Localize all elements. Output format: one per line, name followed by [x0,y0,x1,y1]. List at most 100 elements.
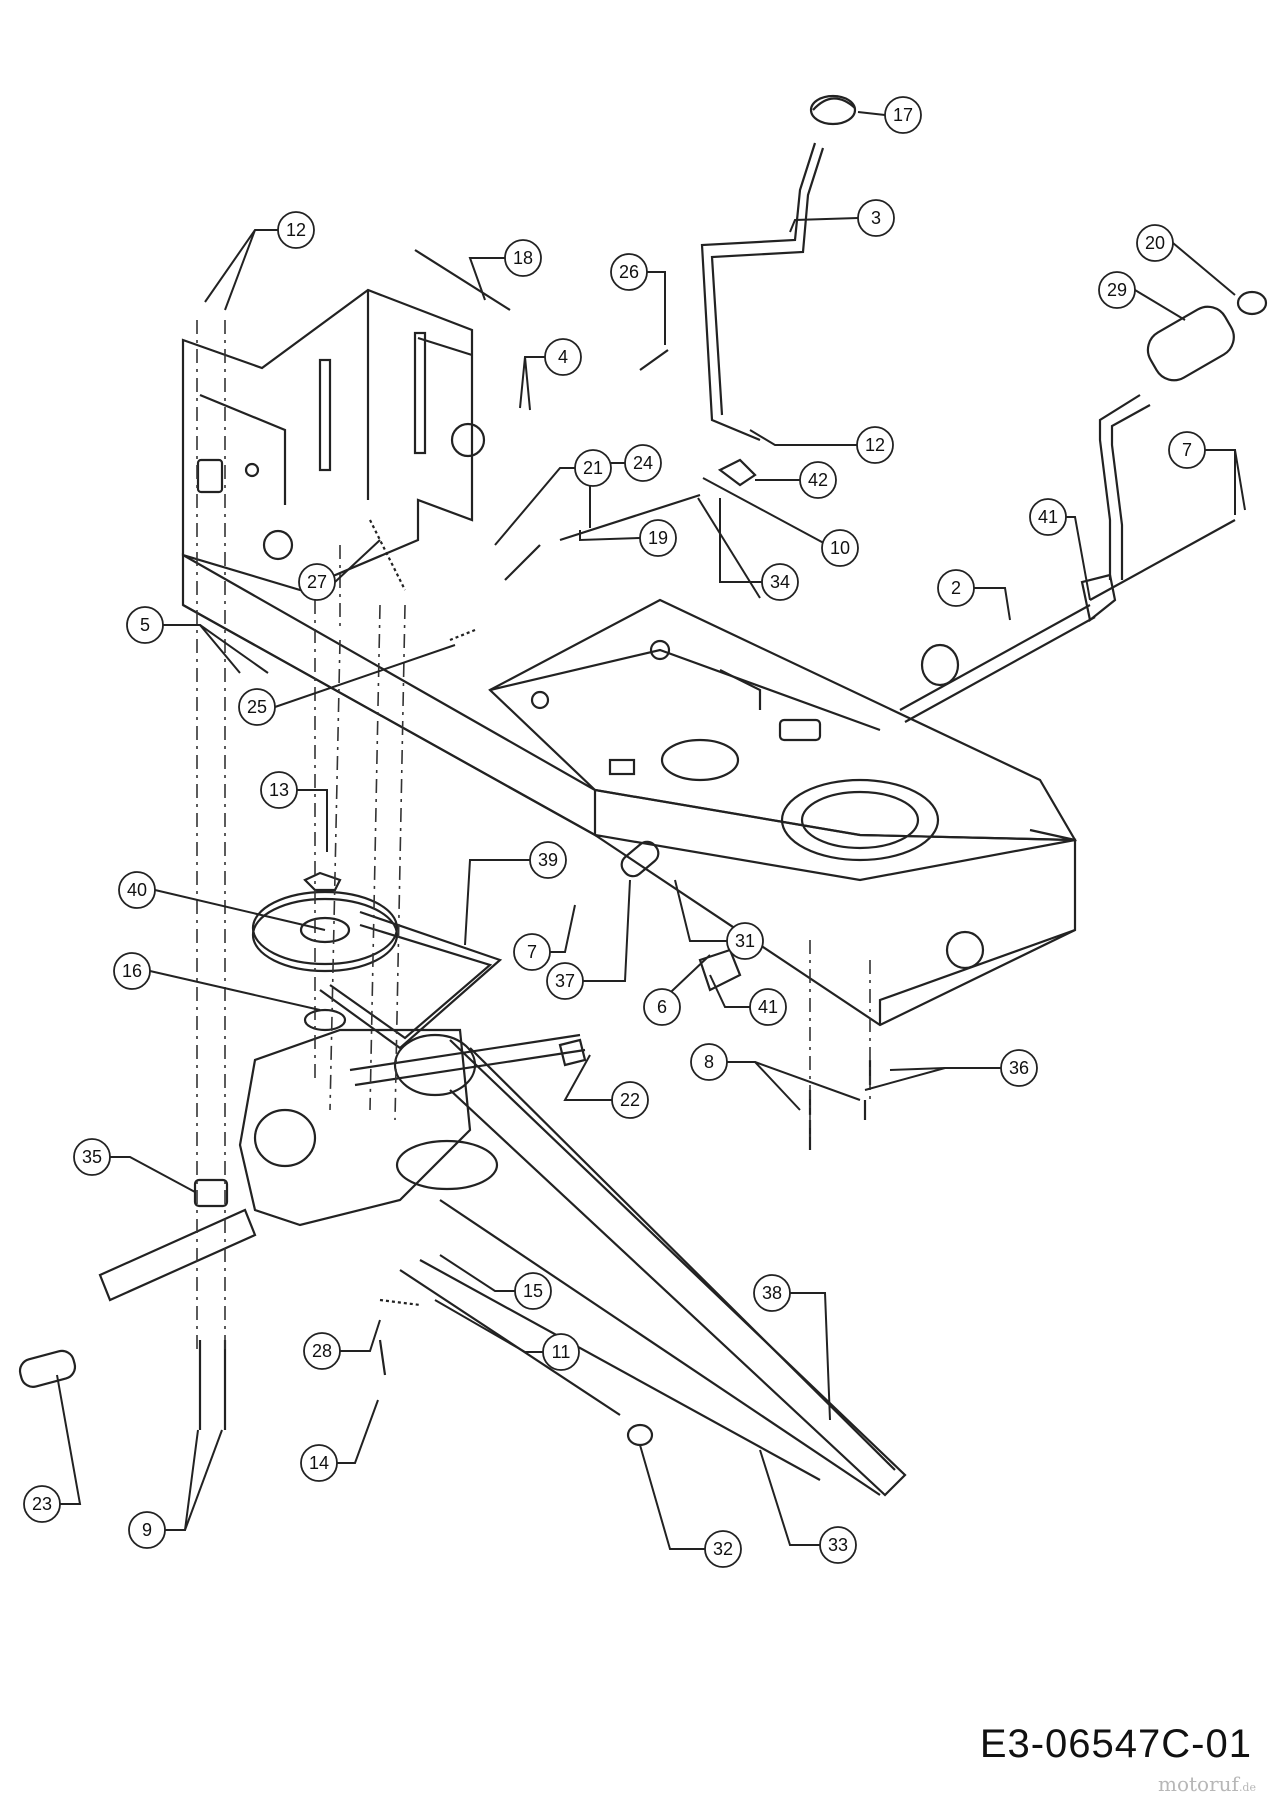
main-frame [181,288,1077,1027]
callout-42: 42 [799,461,837,499]
svg-text:31: 31 [735,931,755,951]
callout-17: 17 [884,96,922,134]
drawing-code: E3-06547C-01 [979,1722,1252,1766]
svg-text:27: 27 [307,572,327,592]
svg-text:23: 23 [32,1494,52,1514]
callout-14: 14 [300,1444,338,1482]
svg-text:12: 12 [865,435,885,455]
centerlines [196,320,871,1350]
svg-text:36: 36 [1009,1058,1029,1078]
drive-belt-38 [439,1039,907,1497]
callout-7: 7 [513,933,551,971]
svg-text:42: 42 [808,470,828,490]
callout-5: 5 [126,606,164,644]
callout-6: 6 [643,988,681,1026]
callout-25: 25 [238,688,276,726]
callout-16: 16 [113,952,151,990]
svg-text:41: 41 [758,997,778,1017]
callout-36: 36 [1000,1049,1038,1087]
callout-28: 28 [303,1332,341,1370]
callouts: 17 3 12 18 26 20 29 4 12 7 21 24 42 41 1… [23,96,1206,1568]
callout-29: 29 [1098,271,1136,309]
svg-text:13: 13 [269,780,289,800]
svg-text:2: 2 [951,578,961,598]
callout-2: 2 [937,569,975,607]
misc-hardware [18,840,872,1430]
callout-31: 31 [726,922,764,960]
callout-32: 32 [704,1530,742,1568]
svg-text:8: 8 [704,1052,714,1072]
callout-12: 12 [856,426,894,464]
cross-shaft [899,519,1236,723]
callout-26: 26 [610,253,648,291]
svg-text:41: 41 [1038,507,1058,527]
callout-35: 35 [73,1138,111,1176]
callout-7: 7 [1168,431,1206,469]
callout-34: 34 [761,563,799,601]
svg-text:38: 38 [762,1283,782,1303]
svg-text:7: 7 [1182,440,1192,460]
svg-text:33: 33 [828,1535,848,1555]
svg-text:19: 19 [648,528,668,548]
svg-text:29: 29 [1107,280,1127,300]
belt-39 [319,910,503,1050]
callout-41: 41 [749,988,787,1026]
brake-pedal [1098,290,1268,580]
callout-21: 21 [574,449,612,487]
callout-20: 20 [1136,224,1174,262]
callout-8: 8 [690,1043,728,1081]
svg-text:7: 7 [527,942,537,962]
svg-text:14: 14 [309,1453,329,1473]
callout-19: 19 [639,519,677,557]
control-rod [559,458,757,542]
svg-text:35: 35 [82,1147,102,1167]
callout-39: 39 [529,841,567,879]
svg-text:22: 22 [620,1090,640,1110]
callout-12: 12 [277,211,315,249]
callout-22: 22 [611,1081,649,1119]
svg-text:9: 9 [142,1520,152,1540]
svg-text:18: 18 [513,248,533,268]
callout-27: 27 [298,563,336,601]
callout-38: 38 [753,1274,791,1312]
svg-text:24: 24 [633,453,653,473]
callout-3: 3 [857,199,895,237]
svg-text:4: 4 [558,347,568,367]
callout-18: 18 [504,239,542,277]
callout-37: 37 [546,962,584,1000]
callout-9: 9 [128,1511,166,1549]
watermark-tld: .de [1238,1781,1256,1794]
callout-41: 41 [1029,498,1067,536]
callout-10: 10 [821,529,859,567]
svg-text:12: 12 [286,220,306,240]
svg-text:20: 20 [1145,233,1165,253]
svg-text:6: 6 [657,997,667,1017]
svg-text:34: 34 [770,572,790,592]
svg-text:11: 11 [552,1342,571,1362]
callout-11: 11 [542,1333,580,1371]
callout-24: 24 [624,444,662,482]
svg-text:17: 17 [893,105,913,125]
watermark: motoruf.de [1158,1772,1256,1796]
engine-pulley [251,871,399,1032]
leader-lines [56,111,1246,1550]
watermark-name: motoruf [1158,1772,1239,1796]
svg-text:5: 5 [140,615,150,635]
svg-text:32: 32 [713,1539,733,1559]
svg-text:15: 15 [523,1281,543,1301]
springs [369,249,669,642]
svg-text:10: 10 [830,538,850,558]
transaxle [98,1028,587,1302]
callout-4: 4 [544,338,582,376]
svg-text:39: 39 [538,850,558,870]
svg-text:28: 28 [312,1341,332,1361]
svg-text:16: 16 [122,961,142,981]
svg-text:37: 37 [555,971,575,991]
callout-33: 33 [819,1526,857,1564]
callout-40: 40 [118,871,156,909]
svg-text:3: 3 [871,208,881,228]
callout-23: 23 [23,1485,61,1523]
callout-15: 15 [514,1272,552,1310]
callout-13: 13 [260,771,298,809]
